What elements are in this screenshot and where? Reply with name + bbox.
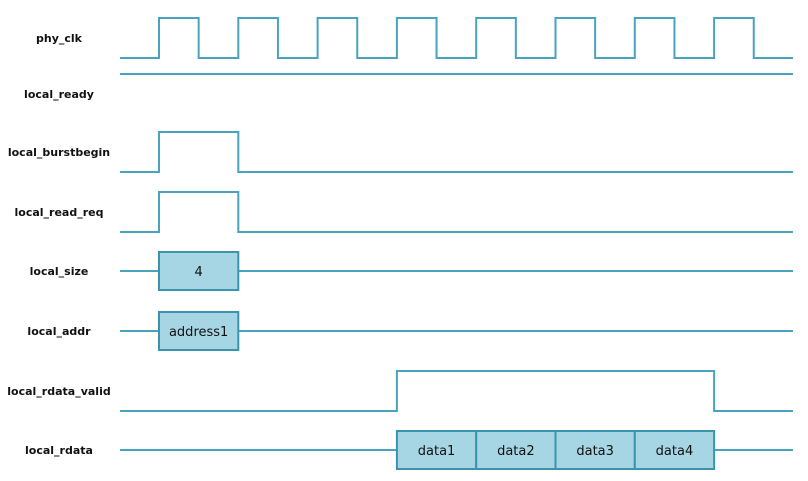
local-size-segment-value: 4 (195, 265, 203, 280)
local-addr-label: local_addr (27, 325, 91, 338)
waveforms: 4 address1 data1 data2 data3 data4 (120, 17, 793, 470)
signal-labels: phy_clk local_ready local_burstbegin local_… (7, 32, 110, 457)
local-rdata-segment (395, 430, 478, 470)
local-rdata-valid-waveform (120, 370, 793, 412)
local-burstbegin-label: local_burstbegin (8, 146, 110, 159)
local-addr-segment-value: address1 (169, 325, 228, 340)
local-rdata-segment-value: data2 (497, 444, 535, 459)
local-size-segment (158, 251, 240, 291)
local-rdata-segment (554, 430, 636, 470)
local-rdata-valid-label: local_rdata_valid (7, 385, 110, 398)
local-size-label: local_size (30, 265, 89, 278)
local-rdata-label: local_rdata (25, 444, 93, 457)
local-read-req-label: local_read_req (15, 206, 104, 219)
local-ready-label: local_ready (24, 88, 94, 101)
local-rdata-segment-value: data4 (656, 444, 694, 459)
local-rdata-segment-value: data3 (576, 444, 614, 459)
local-rdata-segment-value: data1 (418, 444, 456, 459)
local-burstbegin-waveform (120, 131, 793, 173)
local-rdata-segment (475, 430, 557, 470)
local-read-req-waveform (120, 191, 793, 233)
local-rdata-segment (633, 430, 716, 470)
local-addr-segment (158, 311, 240, 351)
phy-clk-label: phy_clk (36, 32, 83, 45)
clock-waveform (120, 17, 793, 59)
